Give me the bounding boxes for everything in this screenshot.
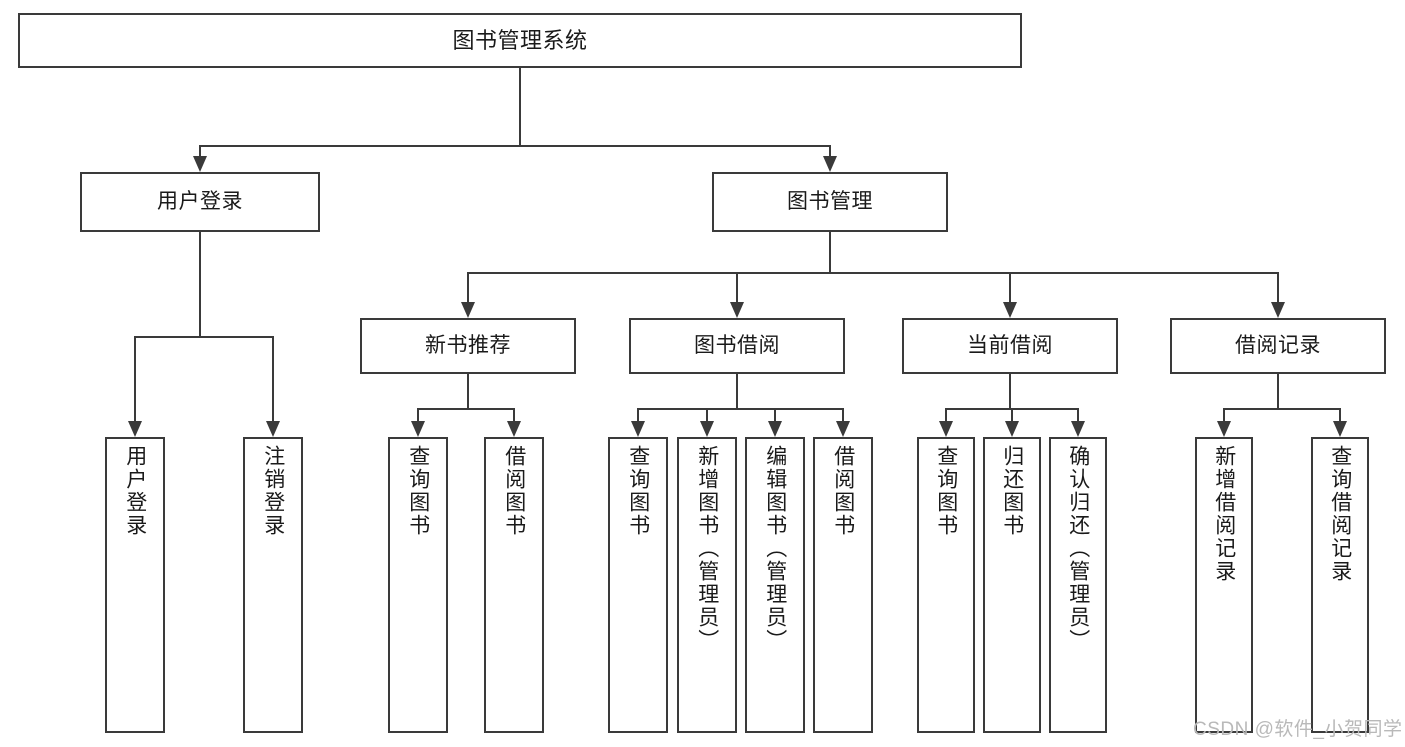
csdn-watermark: CSDN @软件_小贺同学 xyxy=(1193,719,1403,740)
connector-line xyxy=(736,374,738,408)
arrowhead-icon xyxy=(411,421,425,437)
arrowhead-icon xyxy=(1071,421,1085,437)
connector-line xyxy=(513,408,515,422)
connector-line xyxy=(736,272,738,303)
node-leaf-query-book-2[interactable]: 查询图书 xyxy=(608,437,668,733)
connector-line xyxy=(1223,408,1225,422)
arrowhead-icon xyxy=(193,156,207,172)
node-label: 借阅图书 xyxy=(831,445,855,537)
node-label: 查询图书 xyxy=(934,445,958,537)
connector-line xyxy=(637,408,844,410)
connector-line xyxy=(1277,272,1279,303)
node-label: 查询图书 xyxy=(626,445,650,537)
connector-line xyxy=(1009,374,1011,408)
arrowhead-icon xyxy=(1217,421,1231,437)
node-current-borrow[interactable]: 当前借阅 xyxy=(902,318,1118,374)
connector-line xyxy=(467,374,469,408)
connector-line xyxy=(199,232,201,336)
node-label: 新增图书（管理员） xyxy=(695,445,719,652)
arrowhead-icon xyxy=(1005,421,1019,437)
connector-line xyxy=(199,145,831,147)
arrowhead-icon xyxy=(507,421,521,437)
node-leaf-query-book-1[interactable]: 查询图书 xyxy=(388,437,448,733)
connector-line xyxy=(637,408,639,422)
node-label: 用户登录 xyxy=(157,189,243,213)
node-label: 图书管理 xyxy=(787,189,873,213)
node-label: 借阅图书 xyxy=(502,445,526,537)
connector-line xyxy=(272,336,274,422)
node-label: 新增借阅记录 xyxy=(1212,445,1236,583)
connector-line xyxy=(417,408,515,410)
node-label: 确认归还（管理员） xyxy=(1066,445,1090,652)
node-leaf-user-login[interactable]: 用户登录 xyxy=(105,437,165,733)
connector-line xyxy=(467,272,1279,274)
connector-line xyxy=(134,336,274,338)
node-leaf-add-record[interactable]: 新增借阅记录 xyxy=(1195,437,1253,733)
connector-line xyxy=(134,336,136,422)
node-label: 注销登录 xyxy=(261,445,285,537)
node-book-borrow[interactable]: 图书借阅 xyxy=(629,318,845,374)
node-leaf-confirm-return[interactable]: 确认归还（管理员） xyxy=(1049,437,1107,733)
arrowhead-icon xyxy=(266,421,280,437)
node-label: 借阅记录 xyxy=(1235,333,1321,357)
arrowhead-icon xyxy=(128,421,142,437)
connector-line xyxy=(706,408,708,422)
connector-line xyxy=(774,408,776,422)
node-label: 查询借阅记录 xyxy=(1328,445,1352,583)
node-leaf-query-record[interactable]: 查询借阅记录 xyxy=(1311,437,1369,733)
connector-line xyxy=(1011,408,1013,422)
node-leaf-edit-book[interactable]: 编辑图书（管理员） xyxy=(745,437,805,733)
arrowhead-icon xyxy=(631,421,645,437)
node-leaf-query-book-3[interactable]: 查询图书 xyxy=(917,437,975,733)
connector-line xyxy=(1077,408,1079,422)
node-label: 归还图书 xyxy=(1000,445,1024,537)
arrowhead-icon xyxy=(836,421,850,437)
node-root-system[interactable]: 图书管理系统 xyxy=(18,13,1022,68)
arrowhead-icon xyxy=(1271,302,1285,318)
connector-line xyxy=(829,145,831,157)
connector-line xyxy=(199,145,201,157)
node-label: 编辑图书（管理员） xyxy=(763,445,787,652)
node-leaf-borrow-book-2[interactable]: 借阅图书 xyxy=(813,437,873,733)
node-label: 图书借阅 xyxy=(694,333,780,357)
arrowhead-icon xyxy=(823,156,837,172)
connector-line xyxy=(467,272,469,303)
node-leaf-add-book[interactable]: 新增图书（管理员） xyxy=(677,437,737,733)
node-leaf-user-logout[interactable]: 注销登录 xyxy=(243,437,303,733)
connector-line xyxy=(842,408,844,422)
node-new-book-recommend[interactable]: 新书推荐 xyxy=(360,318,576,374)
node-label: 新书推荐 xyxy=(425,333,511,357)
arrowhead-icon xyxy=(700,421,714,437)
connector-line xyxy=(829,232,831,272)
node-label: 用户登录 xyxy=(123,445,147,537)
arrowhead-icon xyxy=(768,421,782,437)
connector-line xyxy=(1339,408,1341,422)
arrowhead-icon xyxy=(1003,302,1017,318)
node-label: 查询图书 xyxy=(406,445,430,537)
connector-line xyxy=(417,408,419,422)
connector-line xyxy=(519,68,521,145)
arrowhead-icon xyxy=(461,302,475,318)
arrowhead-icon xyxy=(939,421,953,437)
arrowhead-icon xyxy=(730,302,744,318)
node-label: 当前借阅 xyxy=(967,333,1053,357)
connector-line xyxy=(1277,374,1279,408)
node-book-manage[interactable]: 图书管理 xyxy=(712,172,948,232)
node-label: 图书管理系统 xyxy=(452,27,588,53)
connector-line xyxy=(945,408,947,422)
node-borrow-record[interactable]: 借阅记录 xyxy=(1170,318,1386,374)
node-leaf-return-book[interactable]: 归还图书 xyxy=(983,437,1041,733)
arrowhead-icon xyxy=(1333,421,1347,437)
node-leaf-borrow-book-1[interactable]: 借阅图书 xyxy=(484,437,544,733)
node-user-login[interactable]: 用户登录 xyxy=(80,172,320,232)
connector-line xyxy=(1223,408,1341,410)
connector-line xyxy=(1009,272,1011,303)
